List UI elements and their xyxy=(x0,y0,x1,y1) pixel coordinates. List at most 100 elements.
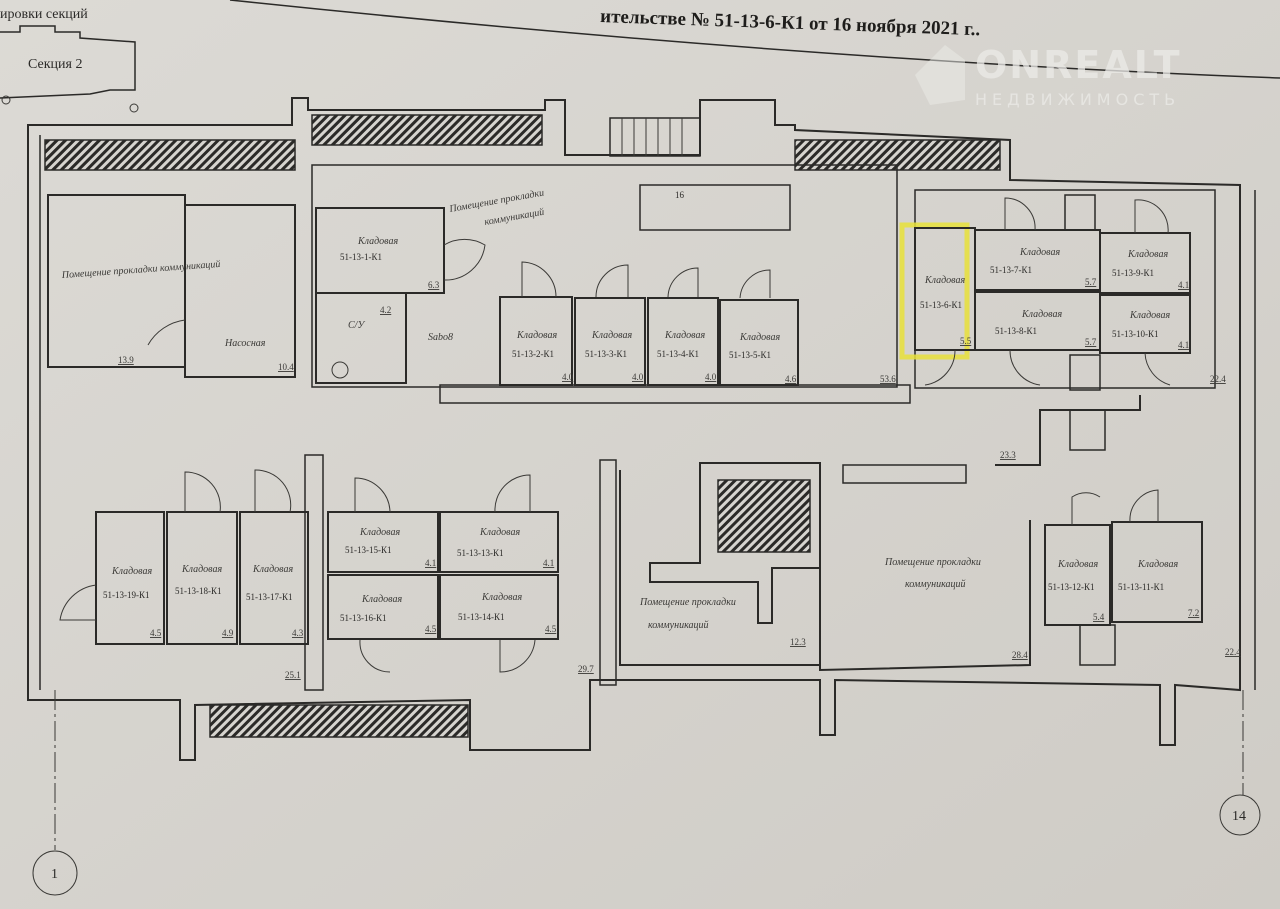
room-area: 4.5 xyxy=(425,624,437,634)
room-name: Кладовая xyxy=(924,275,965,286)
window-pit-4 xyxy=(209,704,469,738)
room-name: Кладовая xyxy=(1021,309,1062,320)
room-name: Кладовая xyxy=(664,330,705,341)
room-name: Насосная xyxy=(224,338,266,349)
room-labels: Помещение прокладки коммуникаций 13.9 На… xyxy=(60,187,1241,680)
door-arc xyxy=(147,319,186,346)
room-code: 51-13-3-К1 xyxy=(585,349,627,359)
room-area: 4.0 xyxy=(632,372,644,382)
page-edge-line xyxy=(229,0,1280,79)
room-k11 xyxy=(1111,521,1203,623)
room-area: 10.4 xyxy=(278,362,294,372)
room-name: Кладовая xyxy=(1019,247,1060,258)
room-code: 51-13-13-К1 xyxy=(457,548,504,558)
highlight-k6 xyxy=(899,222,970,360)
room-name: Помещение прокладки xyxy=(639,597,736,608)
stairs-small xyxy=(1064,194,1096,231)
svg-text:НЕДВИЖИМОСТЬ: НЕДВИЖИМОСТЬ xyxy=(975,90,1180,109)
room-code: 51-13-14-К1 xyxy=(458,612,505,622)
room-code: 51-13-8-К1 xyxy=(995,326,1037,336)
room-code: 51-13-18-К1 xyxy=(175,586,222,596)
room-code: 51-13-9-К1 xyxy=(1112,268,1154,278)
room-area: 7.2 xyxy=(1188,608,1199,618)
room-area: 4.5 xyxy=(150,628,162,638)
toilet-icon xyxy=(331,361,349,379)
stair-label: 16 xyxy=(675,190,685,200)
outer-walls xyxy=(27,97,1256,761)
room-name: Кладовая xyxy=(111,566,152,577)
room-area: 4.1 xyxy=(1178,280,1189,290)
column xyxy=(599,459,617,686)
room-code: 51-13-15-К1 xyxy=(345,545,392,555)
room-name: коммуникаций xyxy=(648,620,709,631)
room-code: 51-13-4-К1 xyxy=(657,349,699,359)
room-area: 4.1 xyxy=(543,558,554,568)
room-note: Sabo8 xyxy=(428,332,453,343)
room-name: Кладовая xyxy=(591,330,632,341)
svg-text:ONREALT: ONREALT xyxy=(975,43,1182,87)
room-area: 5.4 xyxy=(1093,612,1105,622)
header-left-fragment: ировки секций xyxy=(0,7,88,22)
room-code: 51-13-5-К1 xyxy=(729,350,771,360)
room-name: Кладовая xyxy=(252,564,293,575)
shaft xyxy=(717,479,811,553)
stairs-small xyxy=(1069,409,1106,451)
room-area: 22.4 xyxy=(1210,374,1226,384)
stairs-small xyxy=(1069,354,1101,391)
room-area: 4.3 xyxy=(292,628,304,638)
room-area: 4.0 xyxy=(705,372,717,382)
room-area: 25.1 xyxy=(285,670,301,680)
room-name: Помещение прокладки xyxy=(884,557,981,568)
room-area: 4.1 xyxy=(425,558,436,568)
room-area: 12.3 xyxy=(790,637,806,647)
room-code: 51-13-19-К1 xyxy=(103,590,150,600)
room-name: Кладовая xyxy=(739,332,780,343)
room-code: 51-13-1-К1 xyxy=(340,252,382,262)
room-name: Кладовая xyxy=(516,330,557,341)
room-area: 5.5 xyxy=(960,336,972,346)
axis-label-14: 14 xyxy=(1232,809,1246,824)
stairs-small xyxy=(1079,624,1116,666)
room-comm-bottom-big xyxy=(819,483,1031,672)
room-name: Кладовая xyxy=(357,236,398,247)
room-pump xyxy=(184,204,296,378)
axis-label-1: 1 xyxy=(51,867,58,882)
room-k9 xyxy=(1099,232,1191,294)
room-area: 22.4 xyxy=(1225,647,1241,657)
room-area: 4.1 xyxy=(1178,340,1189,350)
room-name: С/У xyxy=(348,320,365,331)
room-area: 5.7 xyxy=(1085,277,1097,287)
axis-marker-1 xyxy=(32,850,78,896)
axis-marker-14 xyxy=(1219,794,1261,836)
room-area: 4.0 xyxy=(562,372,574,382)
partition-wall xyxy=(842,464,967,484)
section-key-plan: Секция 2 xyxy=(0,25,139,113)
section-label: Секция 2 xyxy=(28,57,82,72)
room-area: 4.2 xyxy=(380,305,391,315)
room-name: Кладовая xyxy=(1137,559,1178,570)
room-code: 51-13-2-К1 xyxy=(512,349,554,359)
room-name: Кладовая xyxy=(1127,249,1168,260)
window-pit-1 xyxy=(44,139,296,171)
room-area: 5.7 xyxy=(1085,337,1097,347)
room-area: 13.9 xyxy=(118,355,134,365)
room-code: 51-13-11-К1 xyxy=(1118,582,1164,592)
room-name: Кладовая xyxy=(479,527,520,538)
room-name: Кладовая xyxy=(481,592,522,603)
room-area: 4.5 xyxy=(545,624,557,634)
room-name: Кладовая xyxy=(181,564,222,575)
room-code: 51-13-17-К1 xyxy=(246,592,293,602)
room-code: 51-13-10-К1 xyxy=(1112,329,1159,339)
room-area: 4.9 xyxy=(222,628,234,638)
room-name: Кладовая xyxy=(1057,559,1098,570)
room-name: Кладовая xyxy=(359,527,400,538)
room-wc xyxy=(315,292,407,384)
window-pit-2 xyxy=(311,114,543,146)
room-area: 6.3 xyxy=(428,280,440,290)
room-k12 xyxy=(1044,524,1111,626)
watermark: ONREALT НЕДВИЖИМОСТЬ xyxy=(915,43,1182,109)
room-area: 29.7 xyxy=(578,664,594,674)
room-code: 51-13-16-К1 xyxy=(340,613,387,623)
